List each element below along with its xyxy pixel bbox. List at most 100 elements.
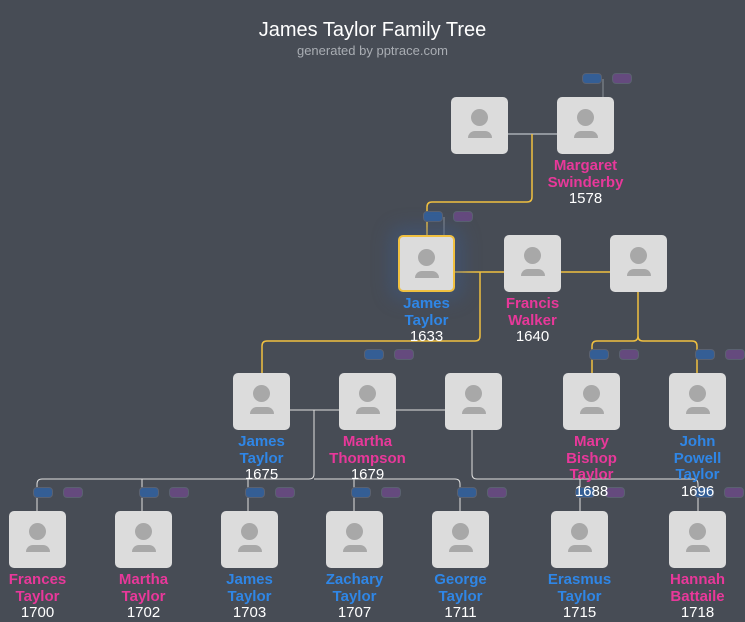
person-name[interactable]: Hannah Battaile (669, 571, 725, 605)
person-card[interactable] (339, 373, 396, 430)
avatar-body-icon (131, 545, 156, 552)
avatar-head-icon (418, 249, 435, 266)
mother-badge[interactable] (612, 73, 632, 84)
person-name[interactable]: Mary Bishop Taylor (566, 433, 617, 483)
father-badge[interactable] (351, 487, 371, 498)
father-badge[interactable] (457, 487, 477, 498)
mother-badge[interactable] (169, 487, 189, 498)
person-card[interactable] (563, 373, 620, 430)
person-card[interactable] (9, 511, 66, 568)
person-name[interactable]: Francis Walker (505, 295, 560, 329)
person-birth-year: 1578 (568, 190, 603, 207)
mother-badge[interactable] (394, 349, 414, 360)
person-birth-year: 1707 (337, 604, 372, 621)
avatar-head-icon (577, 109, 594, 126)
person-card[interactable] (669, 511, 726, 568)
avatar-body-icon (573, 131, 598, 138)
person-name[interactable]: Martha Thompson (329, 433, 406, 467)
avatar-head-icon (346, 523, 363, 540)
mother-badge[interactable] (605, 487, 625, 498)
avatar-head-icon (452, 523, 469, 540)
mother-badge[interactable] (487, 487, 507, 498)
father-badge[interactable] (364, 349, 384, 360)
person-card-unknown[interactable] (610, 235, 667, 292)
avatar-head-icon (524, 247, 541, 264)
person-card[interactable] (557, 97, 614, 154)
avatar-head-icon (465, 385, 482, 402)
person-name[interactable]: Frances Taylor (8, 571, 67, 605)
avatar-body-icon (342, 545, 367, 552)
person-card[interactable] (398, 235, 455, 292)
person-birth-year: 1718 (680, 604, 715, 621)
mother-badge[interactable] (63, 487, 83, 498)
person-birth-year: 1700 (20, 604, 55, 621)
person-card[interactable] (115, 511, 172, 568)
person-name[interactable]: Martha Taylor (118, 571, 169, 605)
avatar-body-icon (685, 545, 710, 552)
person-card-unknown[interactable] (445, 373, 502, 430)
mother-badge[interactable] (619, 349, 639, 360)
avatar-head-icon (253, 385, 270, 402)
person-name[interactable]: James Taylor (226, 571, 273, 605)
avatar-head-icon (630, 247, 647, 264)
avatar-body-icon (249, 407, 274, 414)
father-badge[interactable] (575, 487, 595, 498)
person-name[interactable]: James Taylor (403, 295, 450, 329)
person-birth-year: 1696 (680, 482, 715, 500)
avatar-body-icon (461, 407, 486, 414)
person-birth-year: 1703 (232, 604, 267, 621)
father-badge[interactable] (589, 349, 609, 360)
person-name[interactable]: Zachary Taylor (325, 571, 384, 605)
person-name[interactable]: Margaret Swinderby (547, 157, 624, 191)
father-badge[interactable] (139, 487, 159, 498)
father-badge[interactable] (582, 73, 602, 84)
mother-badge[interactable] (725, 349, 745, 360)
avatar-body-icon (567, 545, 592, 552)
avatar-head-icon (689, 385, 706, 402)
father-badge[interactable] (245, 487, 265, 498)
avatar-head-icon (135, 523, 152, 540)
father-badge[interactable] (695, 349, 715, 360)
person-card[interactable] (551, 511, 608, 568)
avatar-body-icon (626, 269, 651, 276)
person-name[interactable]: Erasmus Taylor (547, 571, 612, 605)
person-card-unknown[interactable] (451, 97, 508, 154)
person-birth-year: 1711 (444, 604, 477, 621)
person-name[interactable]: John Powell Taylor (673, 433, 722, 483)
avatar-head-icon (689, 523, 706, 540)
person-birth-year: 1679 (350, 466, 385, 483)
person-name[interactable]: George Taylor (434, 571, 487, 605)
person-birth-year: 1688 (574, 482, 609, 500)
person-card[interactable] (504, 235, 561, 292)
person-birth-year: 1675 (244, 466, 279, 483)
person-birth-year: 1633 (409, 328, 444, 345)
avatar-body-icon (579, 407, 604, 414)
father-badge[interactable] (694, 487, 714, 498)
person-card[interactable] (326, 511, 383, 568)
person-card[interactable] (432, 511, 489, 568)
mother-badge[interactable] (724, 487, 744, 498)
mother-badge[interactable] (381, 487, 401, 498)
avatar-head-icon (571, 523, 588, 540)
person-card[interactable] (669, 373, 726, 430)
mother-badge[interactable] (453, 211, 473, 222)
person-card[interactable] (221, 511, 278, 568)
person-card[interactable] (233, 373, 290, 430)
father-badge[interactable] (423, 211, 443, 222)
person-birth-year: 1640 (515, 328, 550, 345)
mother-badge[interactable] (275, 487, 295, 498)
person-name[interactable]: James Taylor (238, 433, 285, 467)
father-badge[interactable] (33, 487, 53, 498)
avatar-head-icon (241, 523, 258, 540)
